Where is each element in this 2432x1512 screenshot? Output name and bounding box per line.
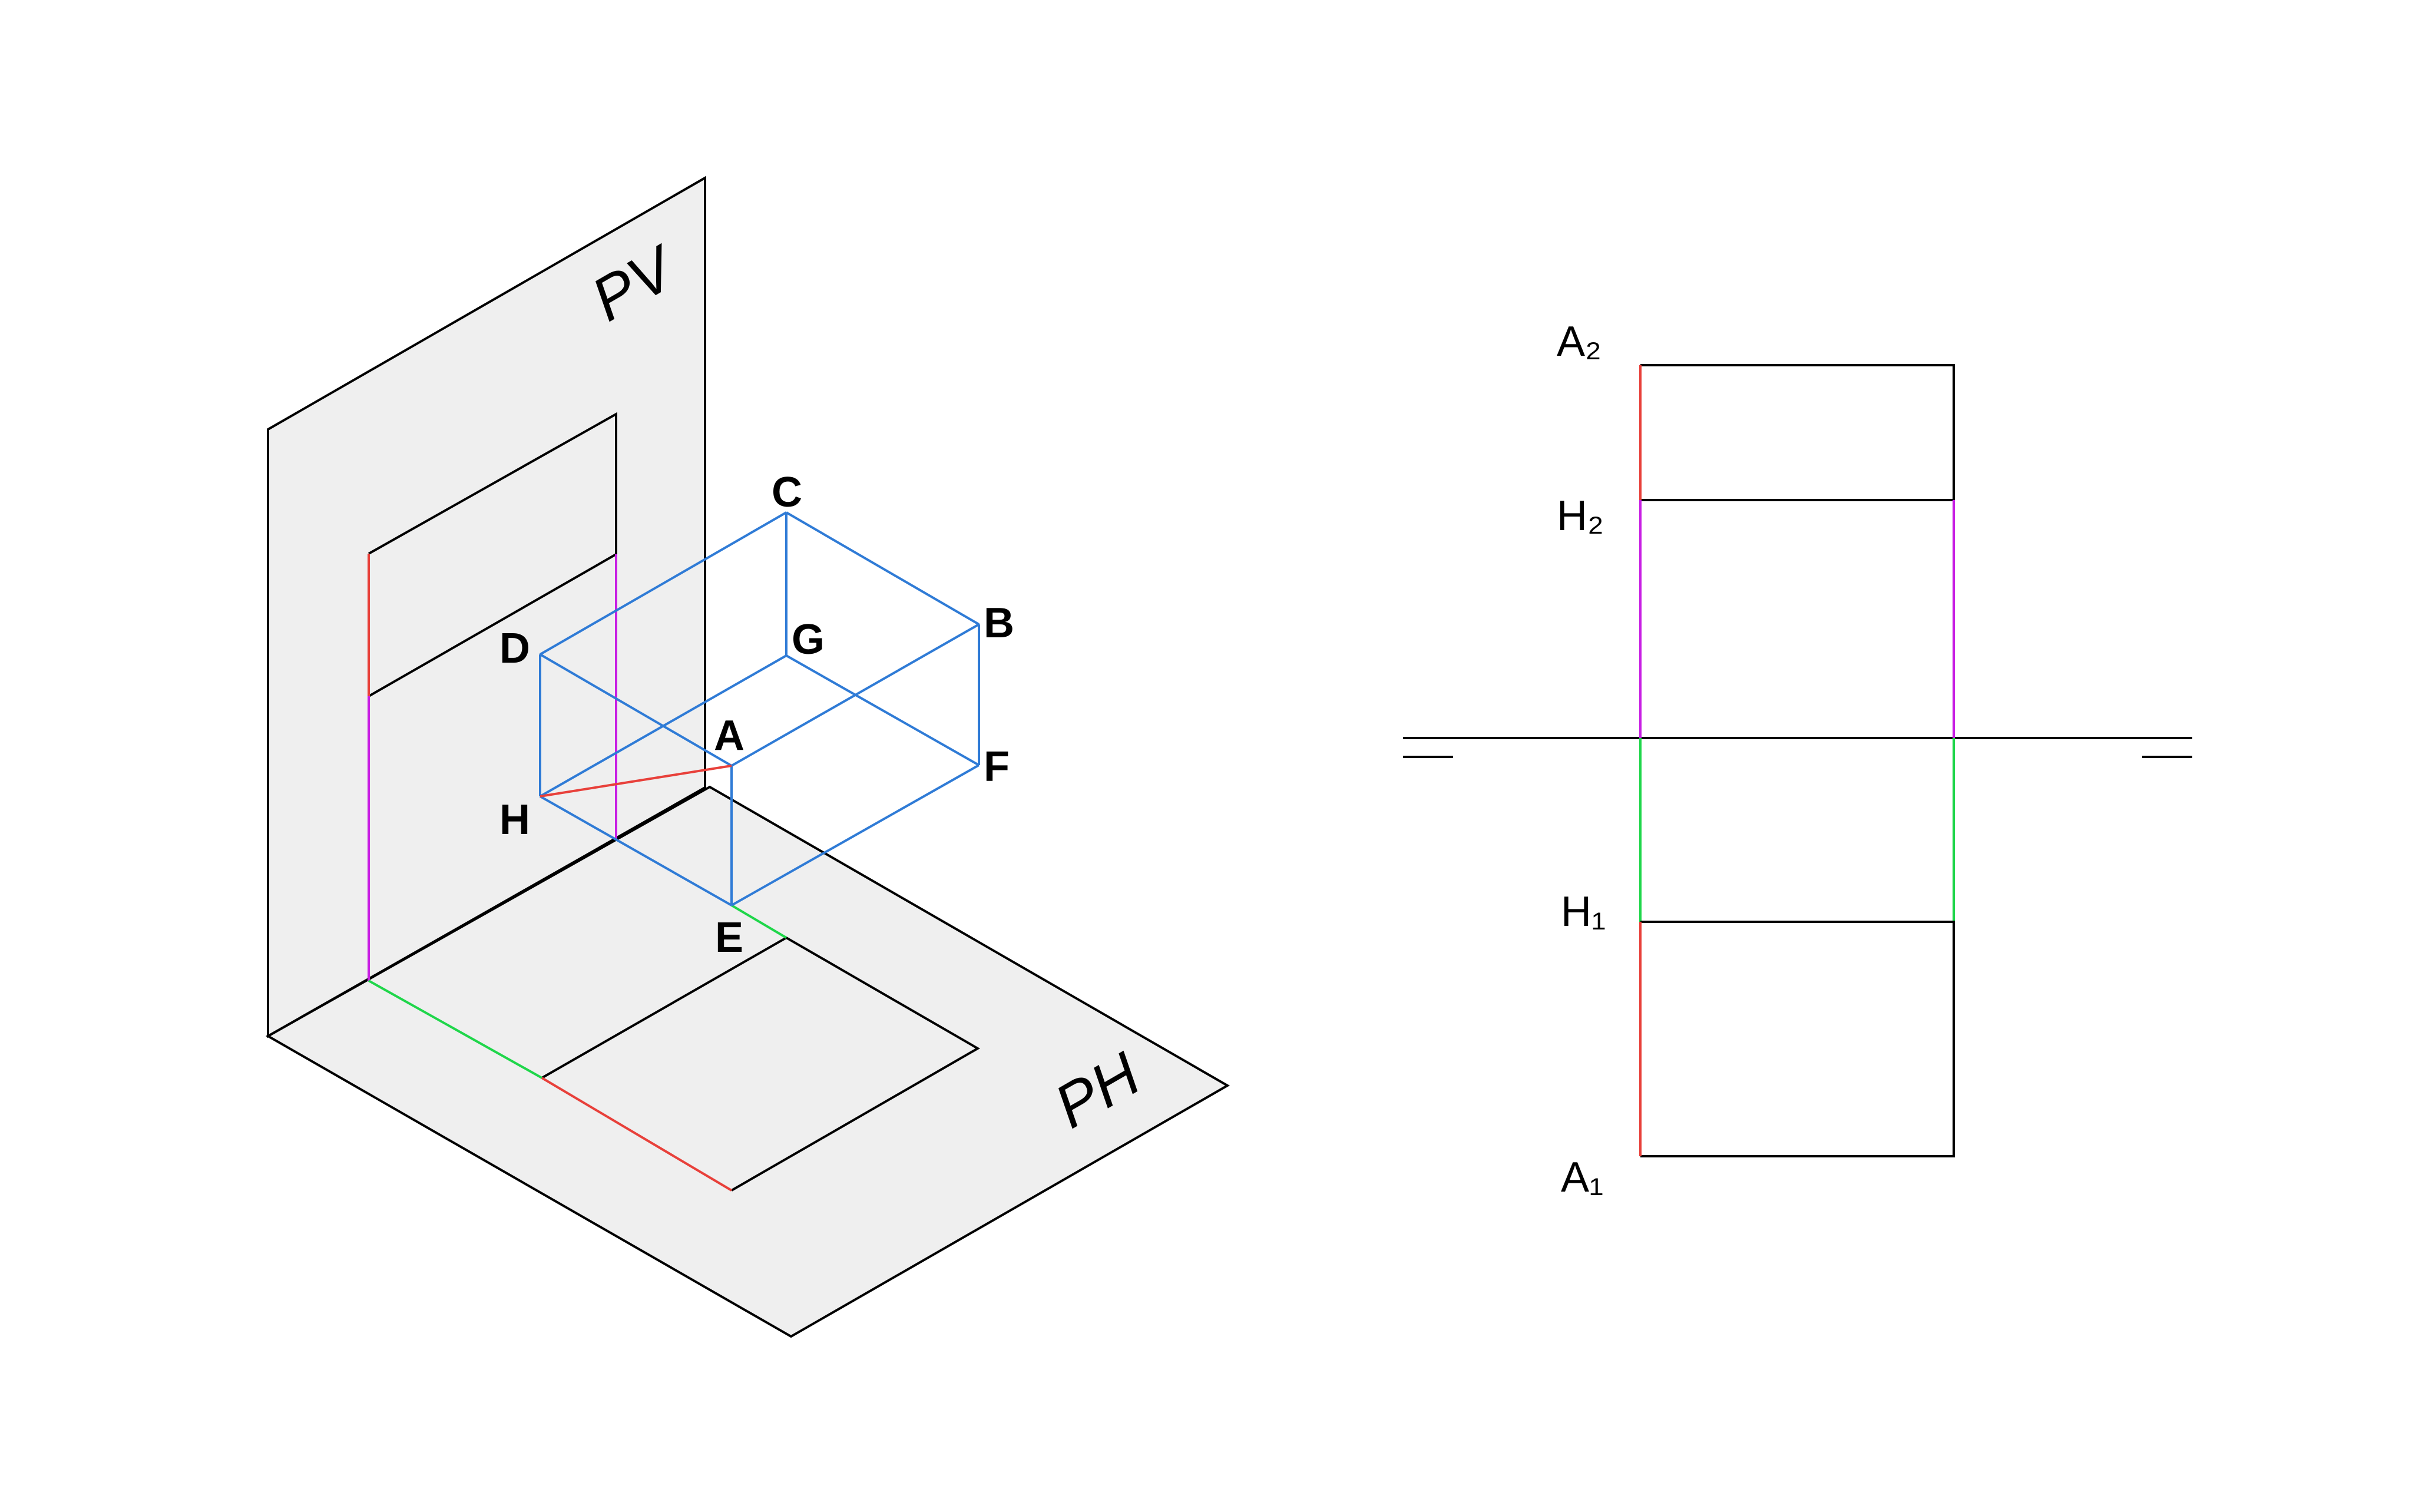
green-line-ph-left <box>368 980 542 1079</box>
vp-top-rectangle <box>368 412 617 697</box>
segment-h-a <box>540 765 732 798</box>
point-label-g: G <box>792 616 825 663</box>
point-label-h: H <box>499 796 530 843</box>
horizontal-projection <box>541 936 980 1192</box>
vertical-projection <box>368 412 617 697</box>
label-a1: A₁ <box>1561 1154 1603 1201</box>
orthographic-view: A₂ H₂ H₁ A₁ <box>1403 318 2192 1201</box>
label-h2: H₂ <box>1557 492 1604 540</box>
label-h1: H₁ <box>1561 888 1606 935</box>
edge-d-a <box>539 653 733 767</box>
edge-c-b <box>785 511 980 626</box>
green-line-from-e <box>730 904 787 939</box>
edge-g-f <box>786 654 980 766</box>
vertical-plane <box>267 176 706 1038</box>
edge-e-f <box>731 764 980 906</box>
point-label-f: F <box>984 743 1010 790</box>
label-a2: A₂ <box>1557 318 1602 365</box>
plan-outline <box>1640 921 1955 1157</box>
edge-c-d <box>540 511 787 656</box>
elevation-outline <box>1640 364 1955 501</box>
edge-h-g <box>540 654 787 798</box>
point-label-c: C <box>772 469 802 516</box>
point-label-a: A <box>714 712 745 759</box>
edge-h-e <box>540 795 732 906</box>
isometric-view: PV PH C B D G A F H E <box>265 176 1230 1338</box>
point-label-d: D <box>499 625 530 672</box>
point-label-b: B <box>984 600 1014 647</box>
horizontal-plane <box>265 785 1230 1338</box>
red-edge-horizontal-plane <box>541 1077 733 1192</box>
point-label-e: E <box>715 914 743 961</box>
hp-rectangle <box>541 936 980 1192</box>
cube-prism <box>539 511 980 906</box>
